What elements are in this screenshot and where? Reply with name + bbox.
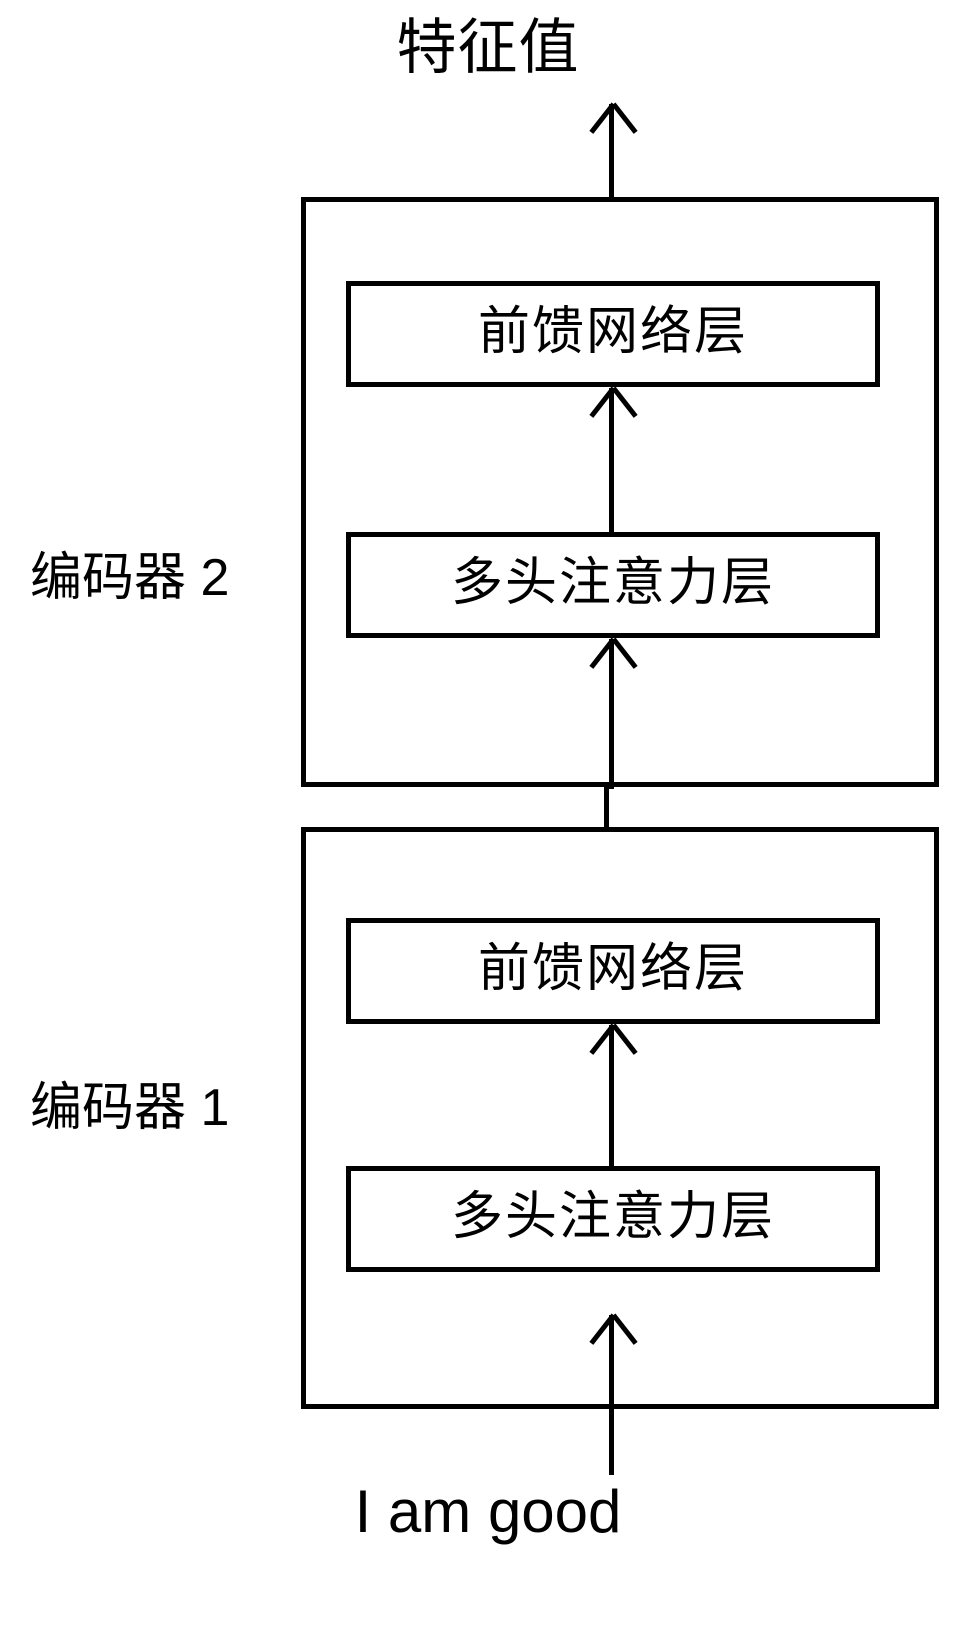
arrow-shaft bbox=[609, 1315, 614, 1475]
encoder-2-label: 编码器 2 bbox=[30, 549, 230, 607]
encoder-1-to-encoder-2-arrow-icon bbox=[591, 639, 631, 789]
output-arrow-icon bbox=[591, 104, 631, 201]
encoder-1-feed-forward-label: 前馈网络层 bbox=[477, 940, 748, 998]
arrow-head bbox=[593, 1315, 629, 1349]
encoder-1-label: 编码器 1 bbox=[30, 1079, 230, 1137]
encoder-2-feed-forward-label: 前馈网络层 bbox=[477, 303, 748, 361]
arrow-head bbox=[593, 639, 629, 673]
encoder-2-attention-to-feedforward-arrow-icon bbox=[591, 388, 631, 534]
input-arrow-icon bbox=[591, 1315, 631, 1475]
encoder-2-container bbox=[301, 197, 939, 787]
encoder-1-attention-to-feedforward-arrow-icon bbox=[591, 1025, 631, 1168]
arrow-shaft bbox=[609, 639, 614, 789]
arrow-shaft bbox=[609, 104, 614, 201]
encoder-1-container bbox=[301, 827, 939, 1409]
encoder-2-attention-label: 多头注意力层 bbox=[450, 554, 775, 612]
arrow-shaft bbox=[609, 1025, 614, 1168]
encoder-1-feed-forward-box: 前馈网络层 bbox=[346, 918, 880, 1024]
arrow-shaft bbox=[609, 388, 614, 534]
encoder-1-attention-label: 多头注意力层 bbox=[450, 1188, 775, 1246]
arrow-head bbox=[593, 1025, 629, 1059]
arrow-head bbox=[593, 388, 629, 422]
output-feature-label: 特征值 bbox=[396, 14, 580, 81]
input-sentence-label: I am good bbox=[354, 1478, 622, 1545]
encoder-2-attention-box: 多头注意力层 bbox=[346, 532, 880, 638]
encoder-1-attention-box: 多头注意力层 bbox=[346, 1166, 880, 1272]
encoder-2-feed-forward-box: 前馈网络层 bbox=[346, 281, 880, 387]
encoder-gap-connector-line bbox=[604, 787, 609, 829]
arrow-head bbox=[593, 104, 629, 138]
